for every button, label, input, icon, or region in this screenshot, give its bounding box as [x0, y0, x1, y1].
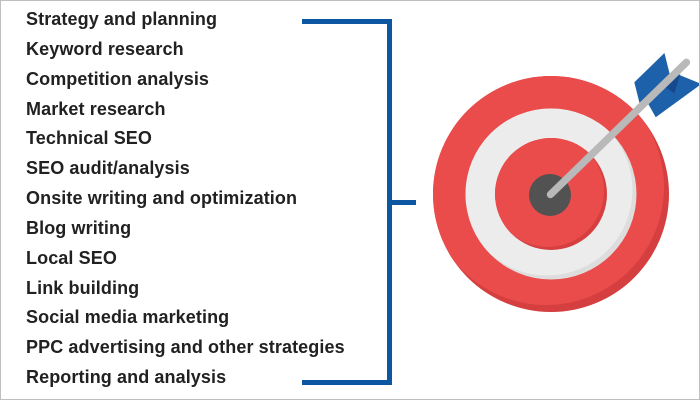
list-item: PPC advertising and other strategies [26, 337, 345, 358]
bracket-bottom-line [302, 380, 392, 385]
arrow-shaft [546, 58, 691, 199]
bracket-vertical-line [387, 19, 392, 385]
bracket-top-line [302, 19, 392, 24]
list-item: Social media marketing [26, 307, 230, 328]
arrow-fletching-shade-icon [666, 73, 681, 94]
list-item: Keyword research [26, 38, 184, 59]
arrow-fletching-lower-icon [648, 74, 699, 118]
services-list: Strategy and planning Keyword research C… [26, 5, 345, 393]
list-item: Strategy and planning [26, 9, 218, 29]
list-item: Competition analysis [26, 68, 210, 89]
dart-arrow-icon [546, 53, 699, 199]
list-item: Onsite writing and optimization [26, 188, 298, 209]
list-item: Reporting and analysis [26, 367, 227, 388]
arrow-fletching-upper-icon [634, 53, 670, 104]
bracket-middle-tick [390, 200, 416, 205]
list-item: SEO audit/analysis [26, 158, 190, 179]
list-item: Local SEO [26, 247, 117, 268]
list-item: Market research [26, 98, 166, 119]
list-item: Link building [26, 277, 140, 298]
list-item: Blog writing [26, 217, 132, 238]
list-item: Technical SEO [26, 128, 153, 149]
